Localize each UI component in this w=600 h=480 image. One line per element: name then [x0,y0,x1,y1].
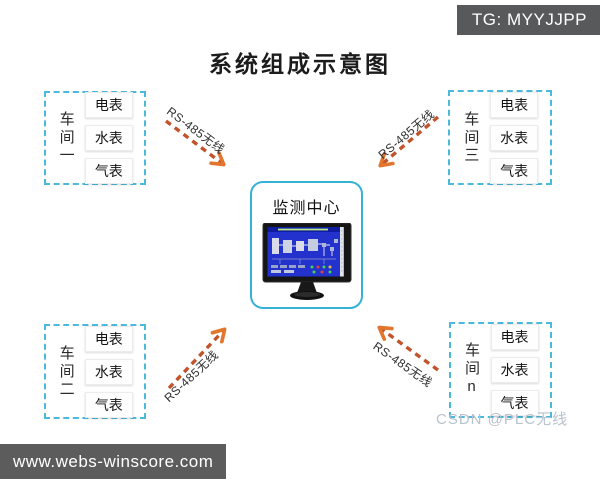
gas-meter-chip: 气表 [490,390,539,416]
water-meter-chip: 水表 [490,124,539,151]
rs485-label-3: RS-485无线 [375,106,438,162]
workshop-box-1: 车间一 电表 水表 气表 [44,91,146,185]
electric-meter-chip: 电表 [84,325,133,352]
workshop-box-2: 车间二 电表 水表 气表 [44,324,146,419]
gas-meter-chip: 气表 [490,157,539,184]
monitoring-center-box: 监测中心 [250,181,363,309]
meter-list: 电表 水表 气表 [84,92,133,184]
footer-url-bar: www.webs-winscore.com [0,444,226,479]
rs485-label-n: RS-485无线 [370,338,435,390]
monitor-screen [267,227,340,277]
meter-list: 电表 水表 气表 [490,91,539,184]
gas-meter-chip: 气表 [84,391,133,418]
tg-badge: TG: MYYJJPP [456,5,600,35]
workshop-box-n: 车间n 电表 水表 气表 [449,322,552,418]
workshop-label: 车间一 [57,111,75,165]
workshop-box-3: 车间三 电表 水表 气表 [448,90,552,185]
workshop-label: 车间n [463,342,480,398]
electric-meter-chip: 电表 [490,324,539,350]
monitor-icon [262,223,351,300]
rs485-label-2: RS-485无线 [161,347,222,405]
rs485-label-1: RS-485无线 [164,104,228,157]
water-meter-chip: 水表 [84,358,133,385]
diagram-title: 系统组成示意图 [209,51,391,77]
screen-scroll-strip [339,227,344,277]
csdn-watermark: CSDN @PLC无线 [436,411,569,428]
monitoring-center-label: 监测中心 [272,200,341,217]
meter-list: 电表 水表 气表 [490,324,539,416]
electric-meter-chip: 电表 [490,91,539,118]
workshop-label: 车间二 [57,344,75,399]
electric-meter-chip: 电表 [84,92,133,118]
gas-meter-chip: 气表 [84,158,133,184]
meter-list: 电表 水表 气表 [84,325,133,418]
water-meter-chip: 水表 [84,125,133,151]
monitor-stand [296,282,317,293]
workshop-label: 车间三 [462,110,480,165]
water-meter-chip: 水表 [490,357,539,383]
